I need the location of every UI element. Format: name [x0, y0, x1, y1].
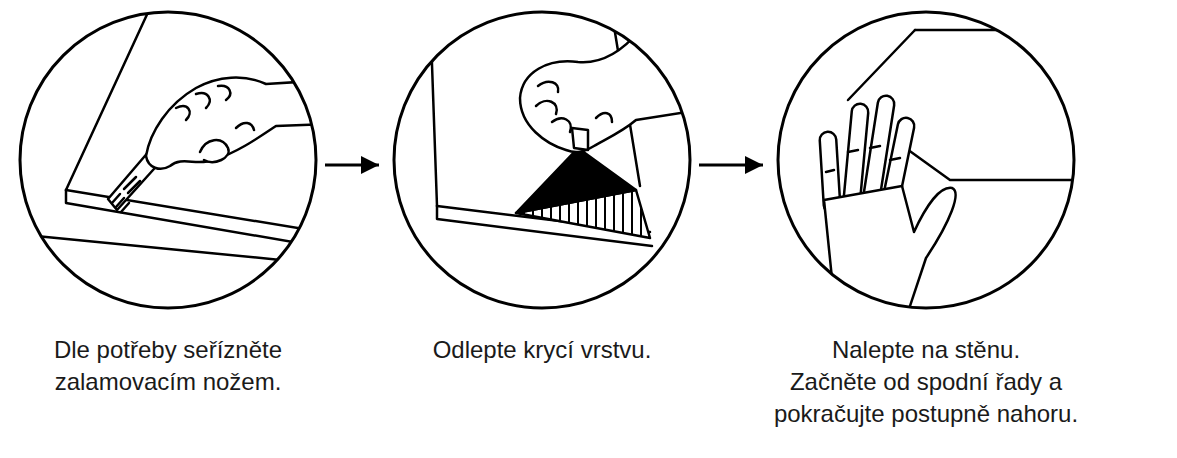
tile-edge [900, 144, 1080, 180]
finger-lines [596, 113, 612, 122]
panel-edge [430, 8, 437, 206]
panel-edge [66, 8, 150, 190]
circle-outline [394, 12, 690, 308]
caption-text: Nalepte na stěnu. [726, 334, 1126, 366]
finger [872, 104, 886, 194]
blade-segments [112, 194, 129, 212]
knuckle-lines [826, 146, 900, 172]
panel-edge [66, 190, 322, 247]
tile-edge [848, 30, 915, 100]
finger [852, 112, 860, 198]
circle-outline [20, 12, 316, 308]
step-circle: Dle potřeby seřízněte zalamovacím nožem. [18, 10, 318, 310]
circle-outline [778, 12, 1074, 308]
blade-segments [124, 177, 140, 193]
step-caption: Odlepte krycí vrstvu. [377, 334, 707, 366]
thumb [200, 140, 229, 162]
circle-outline [18, 10, 318, 310]
sticking-illustration [824, 30, 1080, 318]
fingertip [572, 128, 588, 150]
flow-arrow [699, 164, 763, 167]
hand [146, 78, 330, 169]
flow-arrow [325, 164, 379, 167]
finger [872, 104, 886, 194]
step-circle: Nalepte na stěnu.Začněte od spodní řady … [776, 10, 1076, 310]
palm [824, 186, 956, 318]
circle-outline [776, 10, 1076, 310]
finger [852, 112, 860, 198]
circle-outline [392, 10, 692, 310]
finger-lines [236, 123, 254, 130]
finger-lines [176, 86, 230, 120]
peeling-illustration [430, 8, 700, 246]
step-caption: Dle potřeby seřízněte zalamovacím nožem. [3, 334, 333, 398]
caption-text: Dle potřeby seřízněte zalamovacím nožem. [3, 334, 333, 398]
lower-panel-edge [30, 236, 36, 248]
caption-text: Začněte od spodní řady a pokračujte post… [726, 366, 1126, 430]
peeled-backing [516, 148, 636, 213]
caption-text: Odlepte krycí vrstvu. [377, 334, 707, 366]
step-caption: Nalepte na stěnu.Začněte od spodní řady … [726, 334, 1126, 430]
step-circle: Odlepte krycí vrstvu. [392, 10, 692, 310]
finger-lines [536, 82, 571, 132]
